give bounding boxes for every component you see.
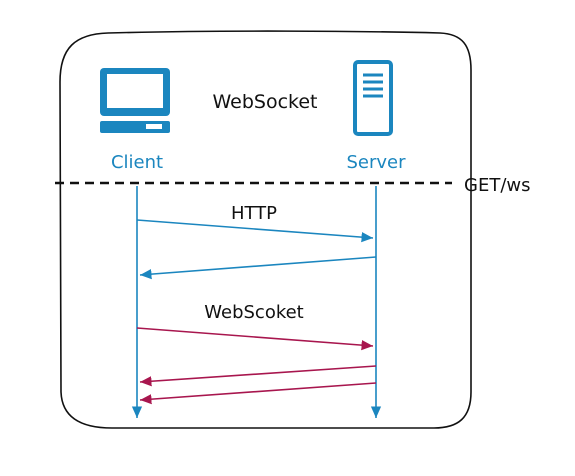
monitor-icon <box>100 68 170 133</box>
client-label: Client <box>111 152 163 173</box>
diagram-frame <box>59 30 472 429</box>
http-request-arrow <box>136 219 374 243</box>
ws-server-message-arrow-2 <box>139 382 377 405</box>
request-note: GET/ws <box>464 175 530 196</box>
http-phase-label: HTTP <box>231 203 277 224</box>
ws-server-message-arrow-1 <box>139 365 377 387</box>
diagram-title: WebSocket <box>212 91 317 113</box>
http-response-arrow <box>139 256 377 280</box>
websocket-phase-label: WebScoket <box>204 302 304 323</box>
ws-client-message-arrow <box>136 327 374 351</box>
server-label: Server <box>346 152 406 173</box>
server-icon <box>353 60 393 136</box>
